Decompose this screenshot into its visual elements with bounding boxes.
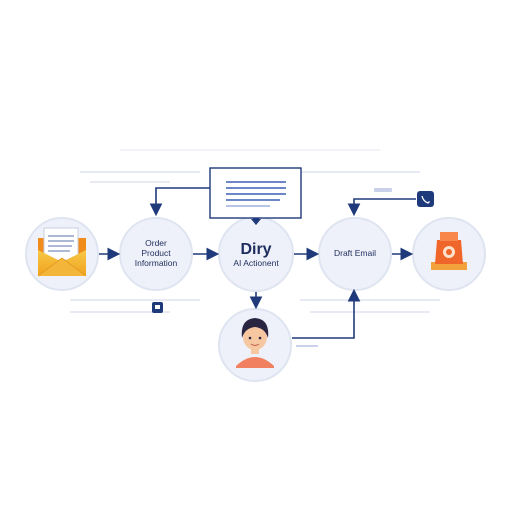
- package-icon: [431, 232, 467, 270]
- ai-subtitle: AI Actionent: [233, 258, 279, 269]
- arrow-phone-to-draft: [347, 198, 416, 217]
- draft-email-text: Draft Email: [333, 248, 377, 259]
- person-avatar-icon: [236, 318, 274, 368]
- envelope-icon: [37, 227, 87, 277]
- flow-arrows: [99, 187, 416, 339]
- order-info-line2: Product: [141, 248, 171, 259]
- square-badge-icon: [152, 302, 318, 347]
- arrow-doc-to-order: [149, 187, 210, 217]
- ai-title: Diry: [240, 240, 272, 258]
- order-info-line1: Order: [145, 238, 167, 249]
- background-faint-lines: [70, 149, 440, 313]
- draft-email-label: Draft Email: [322, 244, 388, 264]
- phone-icon: [374, 188, 434, 207]
- document-lines-icon: [209, 167, 302, 225]
- order-info-line3: Information: [134, 257, 178, 268]
- arrow-person-to-draft: [292, 288, 361, 339]
- order-info-label: Order Product Information: [122, 234, 190, 274]
- ai-label: Diry AI Actionent: [220, 236, 292, 274]
